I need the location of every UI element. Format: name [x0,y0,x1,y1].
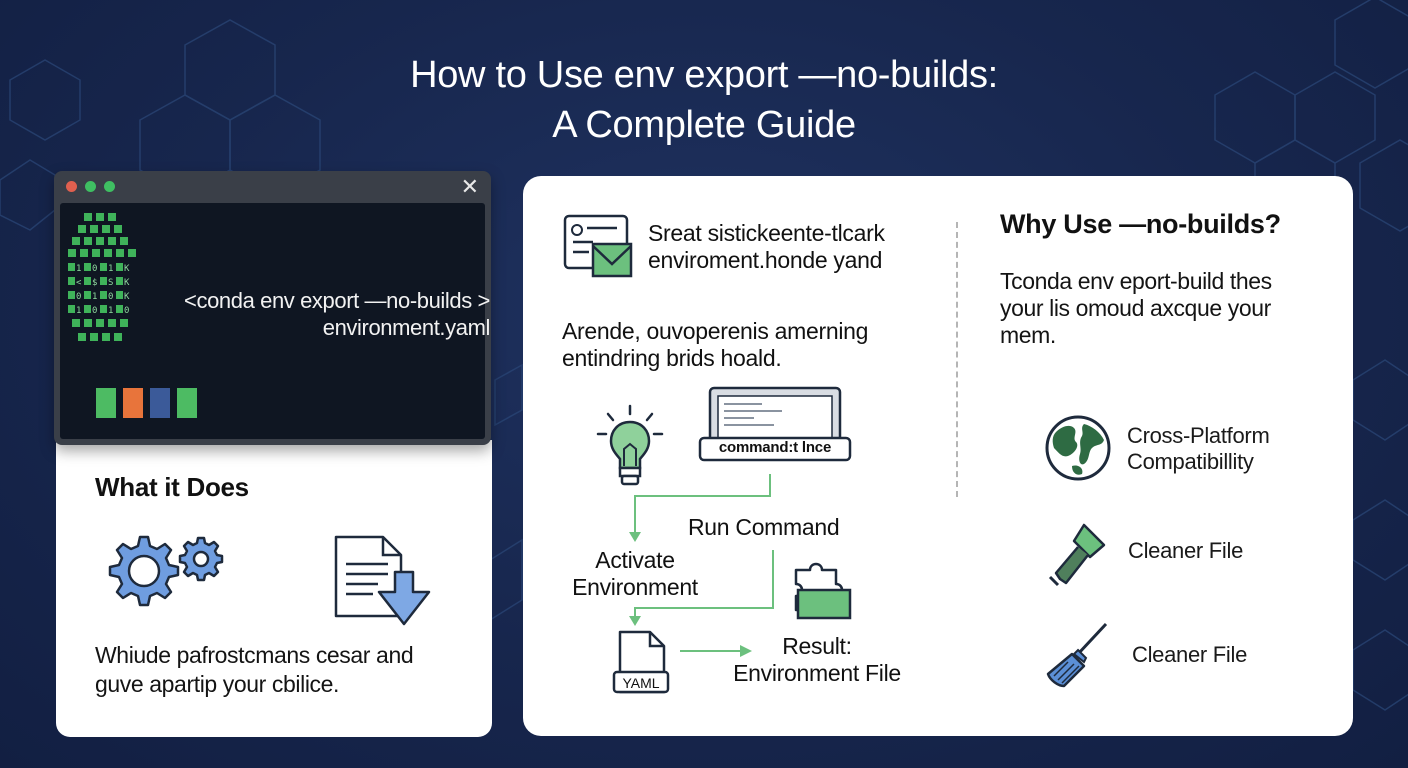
svg-text:1: 1 [76,306,81,316]
what-it-does-heading: What it Does [95,472,249,502]
feature-cleaner-file-1: Cleaner File [1128,538,1244,563]
terminal-command: <conda env export —no-builds > environme… [130,287,490,341]
page-title: How to Use env export —no-builds: A Comp… [0,50,1408,150]
svg-text:1: 1 [108,264,113,274]
intro-text: Sreat sistickeente-tlcark enviroment.hon… [648,220,885,274]
document-download-icon [334,535,431,626]
color-block-green [96,388,116,418]
svg-text:1: 1 [76,264,81,274]
result-label-line-2: Environment File [733,660,901,686]
terminal-command-line-1: <conda env export —no-builds > [184,288,490,313]
terminal-title-bar: ✕ [54,171,491,201]
result-arrow-icon [680,645,752,657]
what-it-does-text-line-2: guve apartip your cbilice. [95,671,340,697]
maximize-dot-icon[interactable] [104,181,115,192]
yaml-file-label: YAML [622,675,660,691]
svg-text:S: S [108,278,113,288]
svg-text:<: < [76,278,82,288]
title-line-2: A Complete Guide [552,104,856,146]
result-label: Result: Environment File [726,633,908,687]
feature-cross-platform-line-1: Cross-Platform [1127,423,1270,448]
lightbulb-icon [596,404,664,486]
description-text-line-2: entindring brids hoald. [562,345,782,371]
color-block-green-2 [177,388,197,418]
column-divider [956,222,958,497]
svg-text:0: 0 [76,292,81,302]
activate-label-line-1: Activate [595,547,675,573]
gears-icon [108,535,224,607]
why-text-line-2: your lis omoud axcque your [1000,295,1271,321]
svg-text:0: 0 [108,292,113,302]
broom-icon [1046,622,1108,688]
why-text-line-3: mem. [1000,322,1056,348]
why-text: Tconda env eport-build thes your lis omo… [1000,268,1272,349]
svg-text:1: 1 [108,306,113,316]
env-config-icon [563,214,633,278]
tool-icon [1048,523,1106,587]
intro-text-line-2: enviroment.honde yand [648,247,883,273]
svg-text:0: 0 [92,306,97,316]
globe-icon [1045,415,1111,481]
description-text: Arende, ouvoperenis amerning entindring … [562,318,868,372]
color-block-orange [123,388,143,418]
feature-cleaner-file-2: Cleaner File [1132,642,1248,667]
puzzle-document-icon [794,562,852,620]
why-heading: Why Use —no-builds? [1000,209,1281,239]
description-text-line-1: Arende, ouvoperenis amerning [562,318,869,344]
run-command-label: Run Command [688,514,840,540]
svg-text:K: K [124,278,130,288]
laptop-terminal-icon [698,386,852,462]
flow-connectors [629,474,774,626]
svg-text:K: K [124,292,130,302]
what-it-does-text: Whiude pafrostcmans cesar and guve apart… [95,641,414,699]
terminal-command-line-2: environment.yaml [322,315,491,340]
laptop-command-label: command:t lnce [718,439,832,456]
feature-cross-platform-line-2: Compatibillity [1127,449,1254,474]
title-line-1: How to Use env export —no-builds: [410,54,998,96]
feature-cross-platform: Cross-Platform Compatibillity [1127,423,1270,475]
svg-text:0: 0 [92,264,97,274]
svg-text:1: 1 [92,292,97,302]
close-dot-icon[interactable] [66,181,77,192]
intro-text-line-1: Sreat sistickeente-tlcark [648,220,885,246]
close-icon[interactable]: ✕ [460,174,479,199]
minimize-dot-icon[interactable] [85,181,96,192]
activate-environment-label: Activate Environment [565,547,705,601]
svg-text:K: K [124,264,130,274]
svg-text:0: 0 [124,306,129,316]
why-text-line-1: Tconda env eport-build thes [1000,268,1272,294]
yaml-file-icon [612,630,670,694]
svg-text:$: $ [92,278,97,288]
activate-label-line-2: Environment [572,574,698,600]
result-label-line-1: Result: [782,633,852,659]
what-it-does-text-line-1: Whiude pafrostcmans cesar and [95,642,414,668]
color-block-blue [150,388,170,418]
